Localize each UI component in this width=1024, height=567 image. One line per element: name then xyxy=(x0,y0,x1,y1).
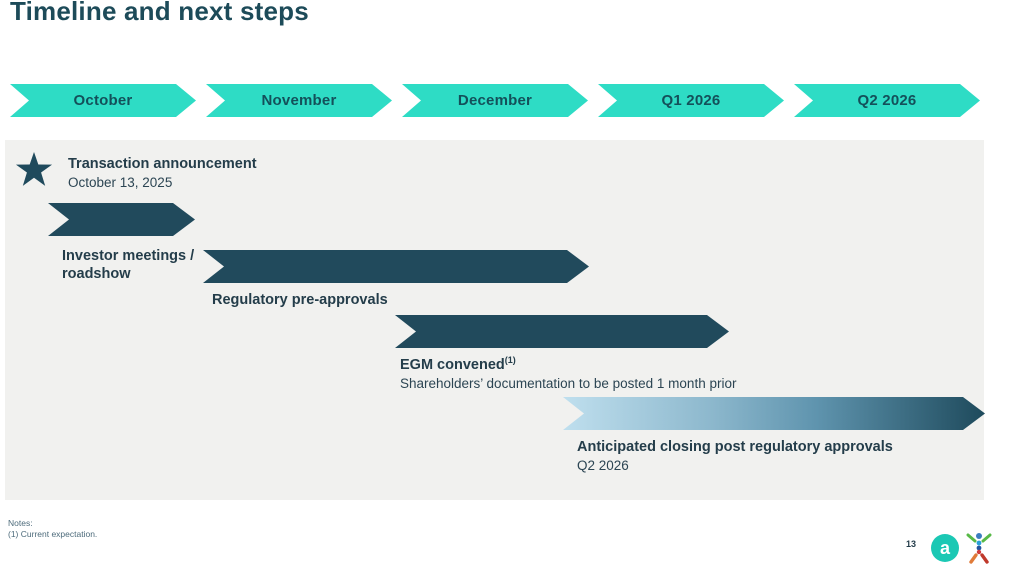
bar-egm-convened xyxy=(395,315,729,348)
milestone-roadshow-title: Investor meetings / roadshow xyxy=(62,248,195,283)
milestone-preapprovals-title: Regulatory pre-approvals xyxy=(212,292,388,308)
bar-investor-roadshow xyxy=(48,203,195,236)
milestone-egm-subtitle: Shareholders’ documentation to be posted… xyxy=(400,375,737,391)
timeline-period-q2-2026: Q2 2026 xyxy=(794,84,980,117)
page-number: 13 xyxy=(906,539,917,549)
egm-footnote-marker: (1) xyxy=(504,355,516,365)
timeline-period-q1-2026: Q1 2026 xyxy=(598,84,784,117)
timeline-period-row: October November December Q1 2026 Q2 202… xyxy=(0,84,1024,117)
milestone-announcement-date: October 13, 2025 xyxy=(68,175,173,191)
timeline-period-december: December xyxy=(402,84,588,117)
timeline-period-october: October xyxy=(10,84,196,117)
milestone-closing: Anticipated closing post regulatory appr… xyxy=(577,438,893,475)
note-1: (1) Current expectation. xyxy=(8,529,98,540)
milestone-preapprovals: Regulatory pre-approvals xyxy=(212,291,388,309)
milestone-closing-title: Anticipated closing post regulatory appr… xyxy=(577,439,893,455)
milestone-announcement-title: Transaction announcement xyxy=(68,156,257,172)
notes-heading: Notes: xyxy=(8,518,33,528)
star-icon xyxy=(15,152,53,186)
a-logo-letter: a xyxy=(939,538,950,558)
milestone-egm-title: EGM convened(1) xyxy=(400,355,516,373)
milestone-closing-date: Q2 2026 xyxy=(577,458,629,474)
milestone-roadshow: Investor meetings / roadshow xyxy=(62,247,232,283)
slide-title: Timeline and next steps xyxy=(10,0,309,26)
milestone-egm: EGM convened(1) Shareholders’ documentat… xyxy=(400,355,736,393)
timeline-period-november: November xyxy=(206,84,392,117)
company-a-logo: a xyxy=(931,534,959,562)
milestone-announcement: Transaction announcement October 13, 202… xyxy=(68,155,257,192)
bar-anticipated-closing xyxy=(563,397,985,430)
bar-regulatory-preapprovals xyxy=(203,250,589,283)
figure-logo xyxy=(966,533,992,564)
notes-block: Notes: (1) Current expectation. xyxy=(8,518,97,540)
